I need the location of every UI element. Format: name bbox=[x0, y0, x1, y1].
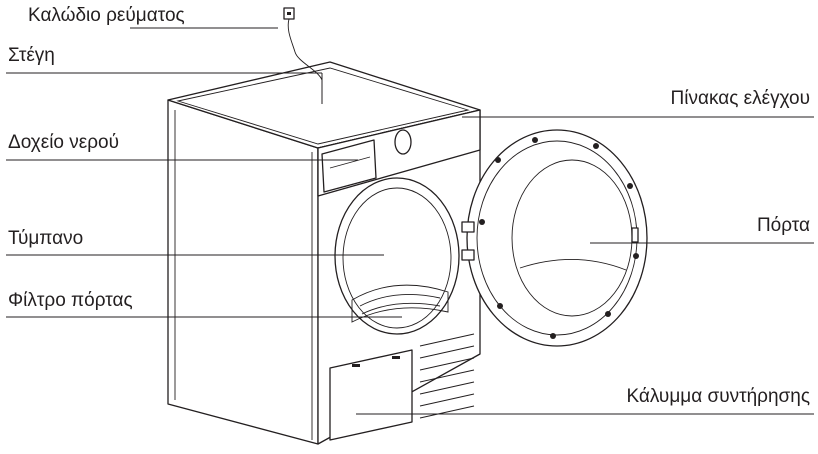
power-plug-pins bbox=[287, 12, 291, 15]
label-door: Πόρτα bbox=[756, 215, 810, 236]
dryer-side-panel bbox=[167, 99, 319, 445]
power-cord-line bbox=[287, 18, 323, 81]
label-water-tank: Δοχείο νερού bbox=[8, 132, 119, 153]
door-hinge-top bbox=[461, 221, 475, 233]
label-power-cord: Καλώδιο ρεύματος bbox=[28, 5, 185, 26]
service-cover-clip-left bbox=[352, 364, 360, 367]
service-cover-clip-right bbox=[392, 356, 400, 359]
water-tank-drawer bbox=[321, 139, 377, 193]
ventilation-slats bbox=[419, 333, 475, 419]
door-filter-shape bbox=[351, 284, 449, 323]
label-service-cover: Κάλυμμα συντήρησης bbox=[626, 386, 810, 407]
label-door-filter: Φίλτρο πόρτας bbox=[8, 290, 133, 311]
door-glass-reflection bbox=[519, 259, 627, 271]
label-top: Στέγη bbox=[8, 45, 55, 66]
control-knob bbox=[394, 129, 412, 155]
drum-opening-inner bbox=[342, 187, 452, 329]
drum-opening-outer bbox=[334, 177, 460, 335]
door-outer-ring bbox=[466, 129, 648, 347]
door-rivets bbox=[479, 137, 639, 339]
door-filter-mesh bbox=[359, 294, 441, 307]
dryer-top-inner-edge bbox=[176, 67, 470, 145]
service-cover-panel bbox=[329, 349, 413, 441]
water-tank-handle bbox=[329, 156, 371, 169]
door-latch bbox=[631, 227, 639, 243]
label-control-panel: Πίνακας ελέγχου bbox=[670, 88, 810, 109]
door-filter-mesh-2 bbox=[361, 302, 441, 315]
label-drum: Τύμπανο bbox=[8, 228, 84, 249]
door-hinge-bottom bbox=[461, 249, 475, 261]
